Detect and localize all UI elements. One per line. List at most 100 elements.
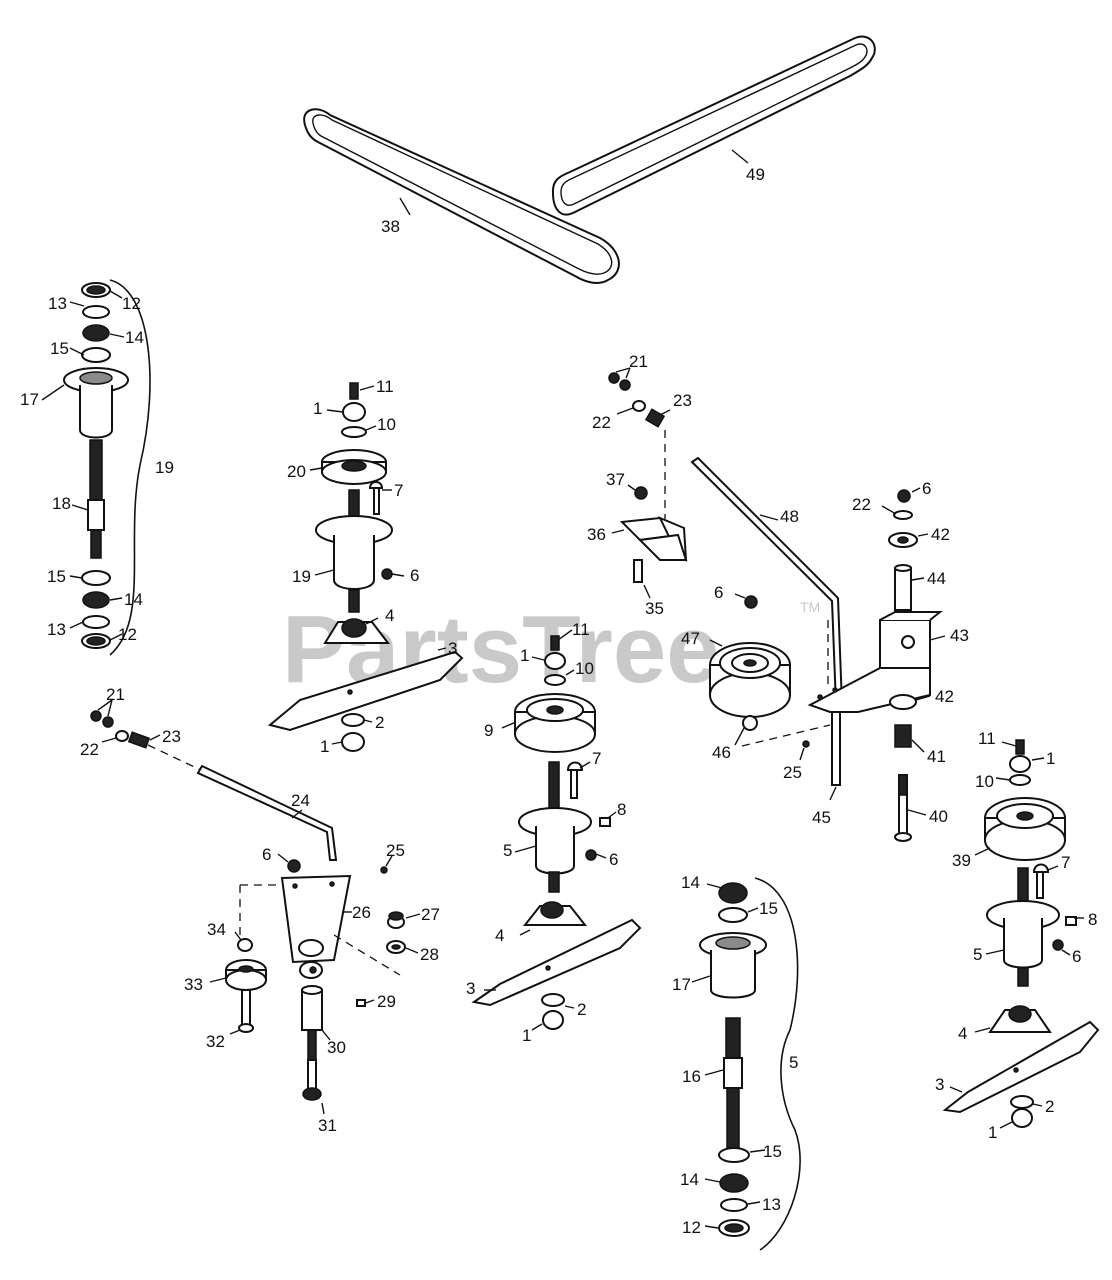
- callout: 5: [503, 841, 512, 860]
- callout: 20: [287, 462, 306, 481]
- callout: 33: [184, 975, 203, 994]
- callout: 22: [592, 413, 611, 432]
- callout: 3: [466, 979, 475, 998]
- callout: 11: [978, 729, 996, 748]
- callout: 25: [783, 763, 802, 782]
- callout: 17: [20, 390, 39, 409]
- callout: 4: [385, 606, 394, 625]
- callout: 40: [929, 807, 948, 826]
- callout: 12: [122, 294, 141, 313]
- callout: 23: [162, 727, 181, 746]
- callout: 21: [106, 685, 125, 704]
- callout: 10: [975, 772, 994, 791]
- spindle-right: [942, 739, 1100, 1129]
- callout: 37: [606, 470, 625, 489]
- callout: 31: [318, 1116, 337, 1135]
- callout: 1: [1046, 749, 1055, 768]
- callout: 22: [80, 740, 99, 759]
- callout: 39: [952, 851, 971, 870]
- callout: 14: [125, 328, 144, 347]
- callout: 44: [927, 569, 946, 588]
- callout: 38: [381, 217, 400, 236]
- callout: 15: [47, 567, 66, 586]
- callout: 6: [714, 583, 723, 602]
- callout: 21: [629, 352, 648, 371]
- watermark-trademark: TM: [800, 599, 820, 615]
- callout: 19: [155, 458, 174, 477]
- callout: 1: [520, 646, 529, 665]
- callout: 23: [673, 391, 692, 410]
- callout: 4: [958, 1024, 967, 1043]
- callout: 47: [681, 629, 700, 648]
- callout: 15: [763, 1142, 782, 1161]
- callout: 2: [1045, 1097, 1054, 1116]
- callout: 6: [262, 845, 271, 864]
- callout: 13: [762, 1195, 781, 1214]
- idler-assembly: [709, 487, 946, 842]
- callout: 15: [50, 339, 69, 358]
- callout: 6: [410, 566, 419, 585]
- callout: 12: [118, 625, 137, 644]
- callout: 24: [291, 791, 310, 810]
- bracket-36-assembly: [608, 367, 844, 706]
- callout: 45: [812, 808, 831, 827]
- callout: 8: [1088, 910, 1097, 929]
- callout: 25: [386, 841, 405, 860]
- callout: 1: [522, 1026, 531, 1045]
- callout: 35: [645, 599, 664, 618]
- callout: 11: [572, 620, 590, 639]
- callout: 16: [682, 1067, 701, 1086]
- callout: 1: [320, 737, 329, 756]
- callout: 10: [377, 415, 396, 434]
- callout: 5: [789, 1053, 798, 1072]
- belt-49: [551, 35, 876, 216]
- callout: 6: [922, 479, 931, 498]
- callout: 30: [327, 1038, 346, 1057]
- callout: 43: [950, 626, 969, 645]
- callout: 41: [927, 747, 946, 766]
- callout: 46: [712, 743, 731, 762]
- callout: 19: [292, 567, 311, 586]
- callout: 22: [852, 495, 871, 514]
- callout: 14: [681, 873, 700, 892]
- callout: 5: [973, 945, 982, 964]
- spindle-upper-left: [267, 382, 464, 752]
- callout: 18: [52, 494, 71, 513]
- callout: 14: [680, 1170, 699, 1189]
- callout: 27: [421, 905, 440, 924]
- spindle-exploded-bottom: [691, 877, 801, 1251]
- callout: 8: [617, 800, 626, 819]
- callout: 6: [1072, 947, 1081, 966]
- spindle-center: [471, 629, 642, 1031]
- callout: 7: [1061, 853, 1070, 872]
- callout: 48: [780, 507, 799, 526]
- callout: 10: [575, 659, 594, 678]
- callout: 2: [375, 713, 384, 732]
- callout: 6: [609, 850, 618, 869]
- callout: 3: [935, 1075, 944, 1094]
- callout: 14: [124, 590, 143, 609]
- callout: 11: [376, 377, 394, 396]
- callout: 7: [394, 481, 403, 500]
- callout: 42: [935, 687, 954, 706]
- callout: 32: [206, 1032, 225, 1051]
- callout: 17: [672, 975, 691, 994]
- callout: 7: [592, 749, 601, 768]
- callout: 9: [484, 721, 493, 740]
- callout: 3: [448, 639, 457, 658]
- callout: 49: [746, 165, 765, 184]
- callout: 12: [682, 1218, 701, 1237]
- callout: 2: [577, 1000, 586, 1019]
- callout: 34: [207, 920, 226, 939]
- callout: 36: [587, 525, 606, 544]
- callout: 29: [377, 992, 396, 1011]
- belt-38: [303, 108, 620, 284]
- callout: 13: [48, 294, 67, 313]
- idler-arm-assembly: [90, 699, 421, 1115]
- callout: 1: [313, 399, 322, 418]
- spindle-assembly-left: [41, 279, 151, 656]
- callout-labels: 38 49 13 12 14 15 17 19 18 15 14 13 12 1…: [20, 165, 1097, 1237]
- callout: 4: [495, 926, 504, 945]
- callout: 15: [759, 899, 778, 918]
